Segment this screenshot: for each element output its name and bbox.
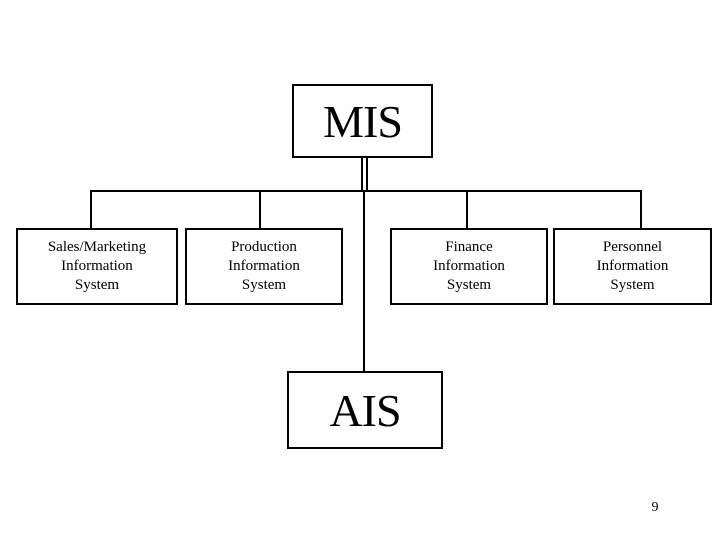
sales-marketing-label: Sales/Marketing Information System [47,239,147,293]
mis-node: MIS [292,84,433,158]
personnel-label: Personnel Information System [596,239,669,293]
ais-node: AIS [287,371,443,449]
mis-stem-connector-double [366,158,368,191]
ais-connector [363,190,365,371]
horizontal-bus-connector [90,190,642,192]
finance-node: Finance Information System [390,228,548,305]
mis-stem-connector [361,158,363,191]
finance-label: Finance Information System [433,239,505,293]
ais-label: AIS [329,384,401,436]
personnel-node: Personnel Information System [553,228,712,305]
sales-drop-connector [90,190,92,228]
finance-drop-connector [466,190,468,228]
page-number: 9 [651,500,659,515]
production-node: Production Information System [185,228,343,305]
sales-marketing-node: Sales/Marketing Information System [16,228,178,305]
personnel-drop-connector [640,190,642,228]
production-drop-connector [259,190,261,228]
mis-label: MIS [323,95,403,147]
production-label: Production Information System [228,239,300,293]
